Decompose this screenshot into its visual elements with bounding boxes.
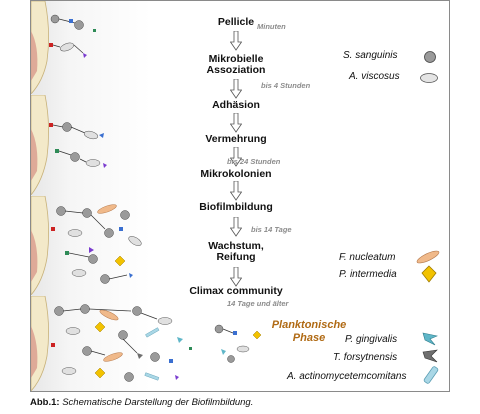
tooth-illustration-2 <box>31 95 49 195</box>
figure-caption: Abb.1: Schematische Darstellung der Biof… <box>30 397 253 408</box>
legend-t-forsytnensis: T. forsytnensis <box>333 352 398 363</box>
planktonic-phase-label: Planktonische Phase <box>269 319 349 345</box>
stage-climax-community: Climax community <box>189 285 283 297</box>
legend-a-viscosus: A. viscosus <box>349 71 400 82</box>
band-2 <box>31 94 449 196</box>
gray-chevron-icon <box>422 349 438 363</box>
gray-circle-icon <box>424 51 436 63</box>
stage-adhaesion: Adhäsion <box>212 99 260 111</box>
arrow-down-icon <box>230 31 242 51</box>
stage-reifung: Reifung <box>216 251 256 263</box>
light-oval-icon <box>420 73 438 83</box>
tooth-illustration-3 <box>31 196 49 295</box>
legend-p-intermedia: P. intermedia <box>339 269 397 280</box>
legend-a-actinomycetemcomitans: A. actinomycetemcomitans <box>287 371 407 382</box>
legend-f-nucleatum: F. nucleatum <box>339 252 396 263</box>
legend-s-sanguinis: S. sanguinis <box>343 50 398 61</box>
arrow-down-icon <box>230 217 242 237</box>
time-label-14-tage: bis 14 Tage <box>251 225 292 234</box>
yellow-diamond-icon <box>421 265 437 283</box>
bacteria-cluster-4 <box>51 304 192 382</box>
stage-mikrobielle: Mikrobielle <box>208 53 264 65</box>
cyan-chevron-icon <box>422 332 438 346</box>
time-label-4-stunden: bis 4 Stunden <box>261 81 311 90</box>
bacteria-cluster-3 <box>51 204 142 284</box>
bacteria-cluster-1 <box>49 14 96 58</box>
orange-spindle-icon <box>416 250 440 264</box>
caption-label: Abb.1: <box>30 397 60 408</box>
tooth-illustration-1 <box>31 1 49 94</box>
arrow-down-icon <box>230 79 242 99</box>
arrow-down-icon <box>230 267 242 287</box>
arrow-down-icon <box>230 147 242 167</box>
diagram-frame: Pellicle Mikrobielle Assoziation Adhäsio… <box>30 0 450 392</box>
stage-vermehrung: Vermehrung <box>205 133 267 145</box>
planktonic-line-1: Planktonische <box>271 319 347 331</box>
arrow-down-icon <box>230 113 242 133</box>
time-label-minuten: Minuten <box>257 22 286 31</box>
stage-wachstum: Wachstum, <box>208 240 264 252</box>
caption-text: Schematische Darstellung der Biofilmbild… <box>62 397 254 408</box>
planktonic-line-2: Phase <box>292 332 326 344</box>
legend-p-gingivalis: P. gingivalis <box>345 334 398 345</box>
time-label-14-tage-aelter: 14 Tage und älter <box>227 299 289 308</box>
stage-mikrokolonien: Mikrokolonien <box>200 168 272 180</box>
stage-biofilmbildung: Biofilmbildung <box>199 201 273 213</box>
time-label-24-stunden: bis 24 Stunden <box>227 157 281 166</box>
band-1 <box>31 1 449 95</box>
stage-pellicle: Pellicle <box>217 16 255 28</box>
stage-assoziation: Assoziation <box>206 64 266 76</box>
arrow-down-icon <box>230 181 242 201</box>
tooth-illustration-4 <box>31 296 49 391</box>
bacteria-cluster-2 <box>49 122 107 168</box>
blue-rod-icon <box>423 366 439 384</box>
planktonic-cells <box>214 324 262 363</box>
